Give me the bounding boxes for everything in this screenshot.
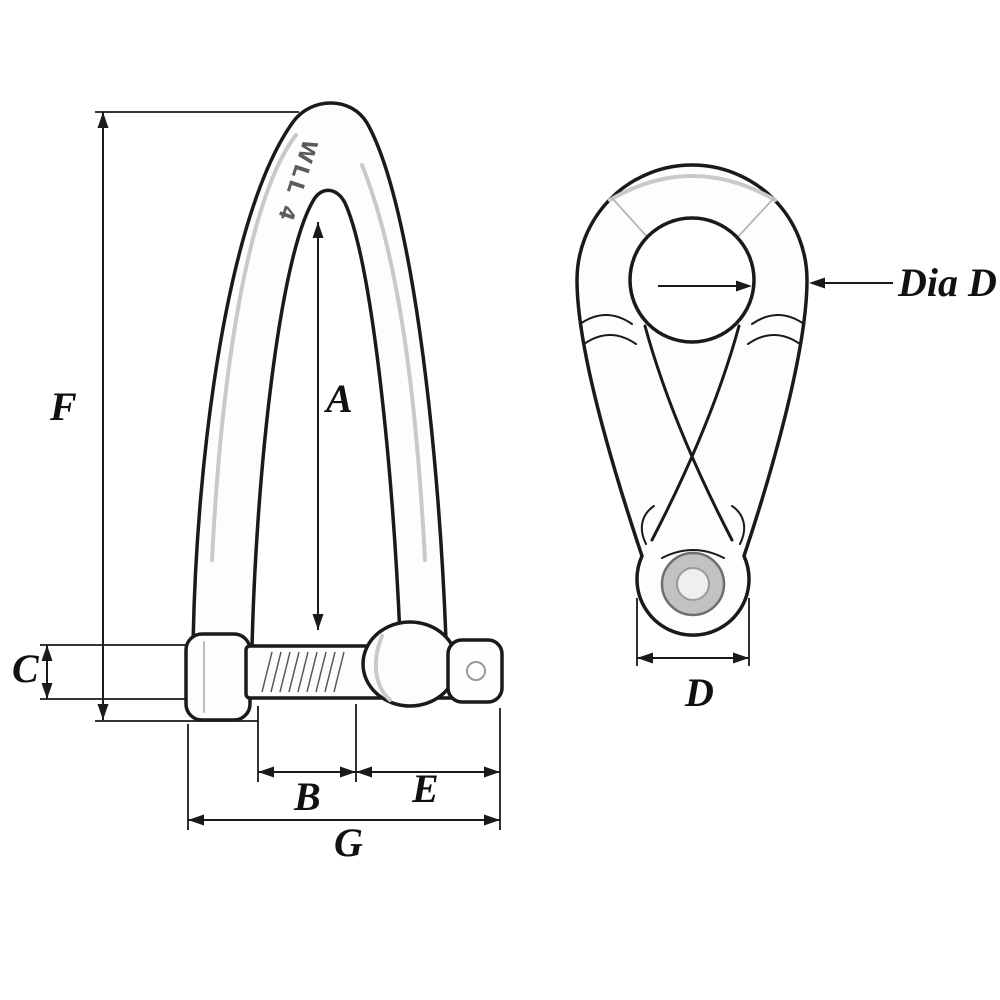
pin-thread-hatching (261, 651, 345, 693)
left-limb-shading (210, 133, 298, 562)
dimension-label-e: E (411, 766, 439, 811)
ring-radial-line-left (611, 197, 651, 241)
dimension-e: E (356, 708, 501, 830)
right-limb-shading (360, 163, 427, 562)
boss-curl-details (640, 505, 746, 559)
boss-hole (676, 567, 710, 601)
dimension-b: B (257, 704, 357, 819)
dimension-label-f: F (49, 384, 77, 429)
dimension-label-b: B (293, 774, 321, 819)
front-view (575, 163, 809, 637)
dimension-label-dia-d: Dia D (897, 260, 997, 305)
dimension-c: C (12, 644, 186, 700)
dimension-label-d: D (684, 670, 714, 715)
dimension-d: D (636, 598, 750, 715)
side-view: WLL 4 (184, 101, 504, 722)
ring-inner-circle (628, 216, 756, 344)
dimension-dia-d: Dia D (658, 260, 997, 305)
ring-radial-line-right (734, 197, 775, 241)
dimension-label-a: A (323, 376, 353, 421)
dimension-label-g: G (334, 820, 363, 865)
dimension-f: F (49, 111, 299, 722)
pin-head-highlight (466, 661, 486, 681)
eye-boss-shading (373, 634, 392, 702)
twist-break-lines (579, 314, 805, 345)
ring-shading-arc (608, 174, 777, 202)
pin-retainer-plate (184, 632, 252, 722)
leg-inner-edge-left (643, 324, 734, 542)
dimension-g: G (187, 724, 500, 865)
shackle-body (191, 101, 448, 650)
leg-inner-edge-right (650, 324, 741, 542)
dimension-label-c: C (12, 646, 40, 691)
dimension-a: A (312, 222, 353, 630)
